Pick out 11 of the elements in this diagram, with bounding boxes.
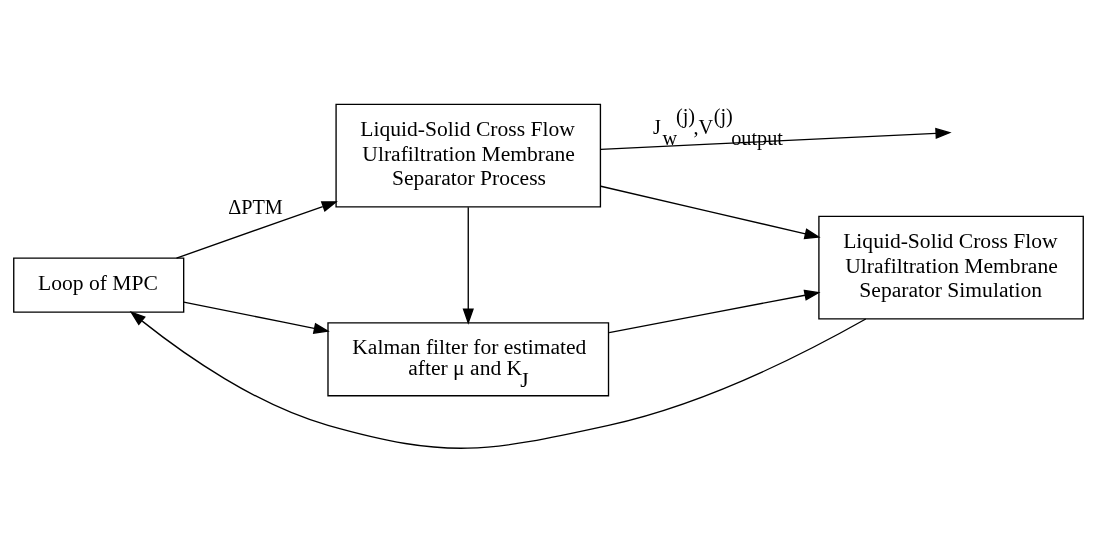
arrow (183, 301, 330, 334)
arrow (175, 201, 338, 259)
node-box: Loop of MPC (13, 257, 185, 313)
edge-label: ΔPTM (228, 195, 283, 218)
arrow (608, 289, 821, 334)
node-box: Liquid-Solid Cross Flow Ulrafiltration Membrane Separator Simulation (818, 215, 1084, 320)
arrow (600, 127, 952, 151)
arrow (129, 311, 867, 449)
arrow (462, 206, 474, 325)
node-box: Liquid-Solid Cross Flow Ulrafiltration Membrane Separator Process (335, 103, 602, 208)
arrow (600, 185, 821, 240)
